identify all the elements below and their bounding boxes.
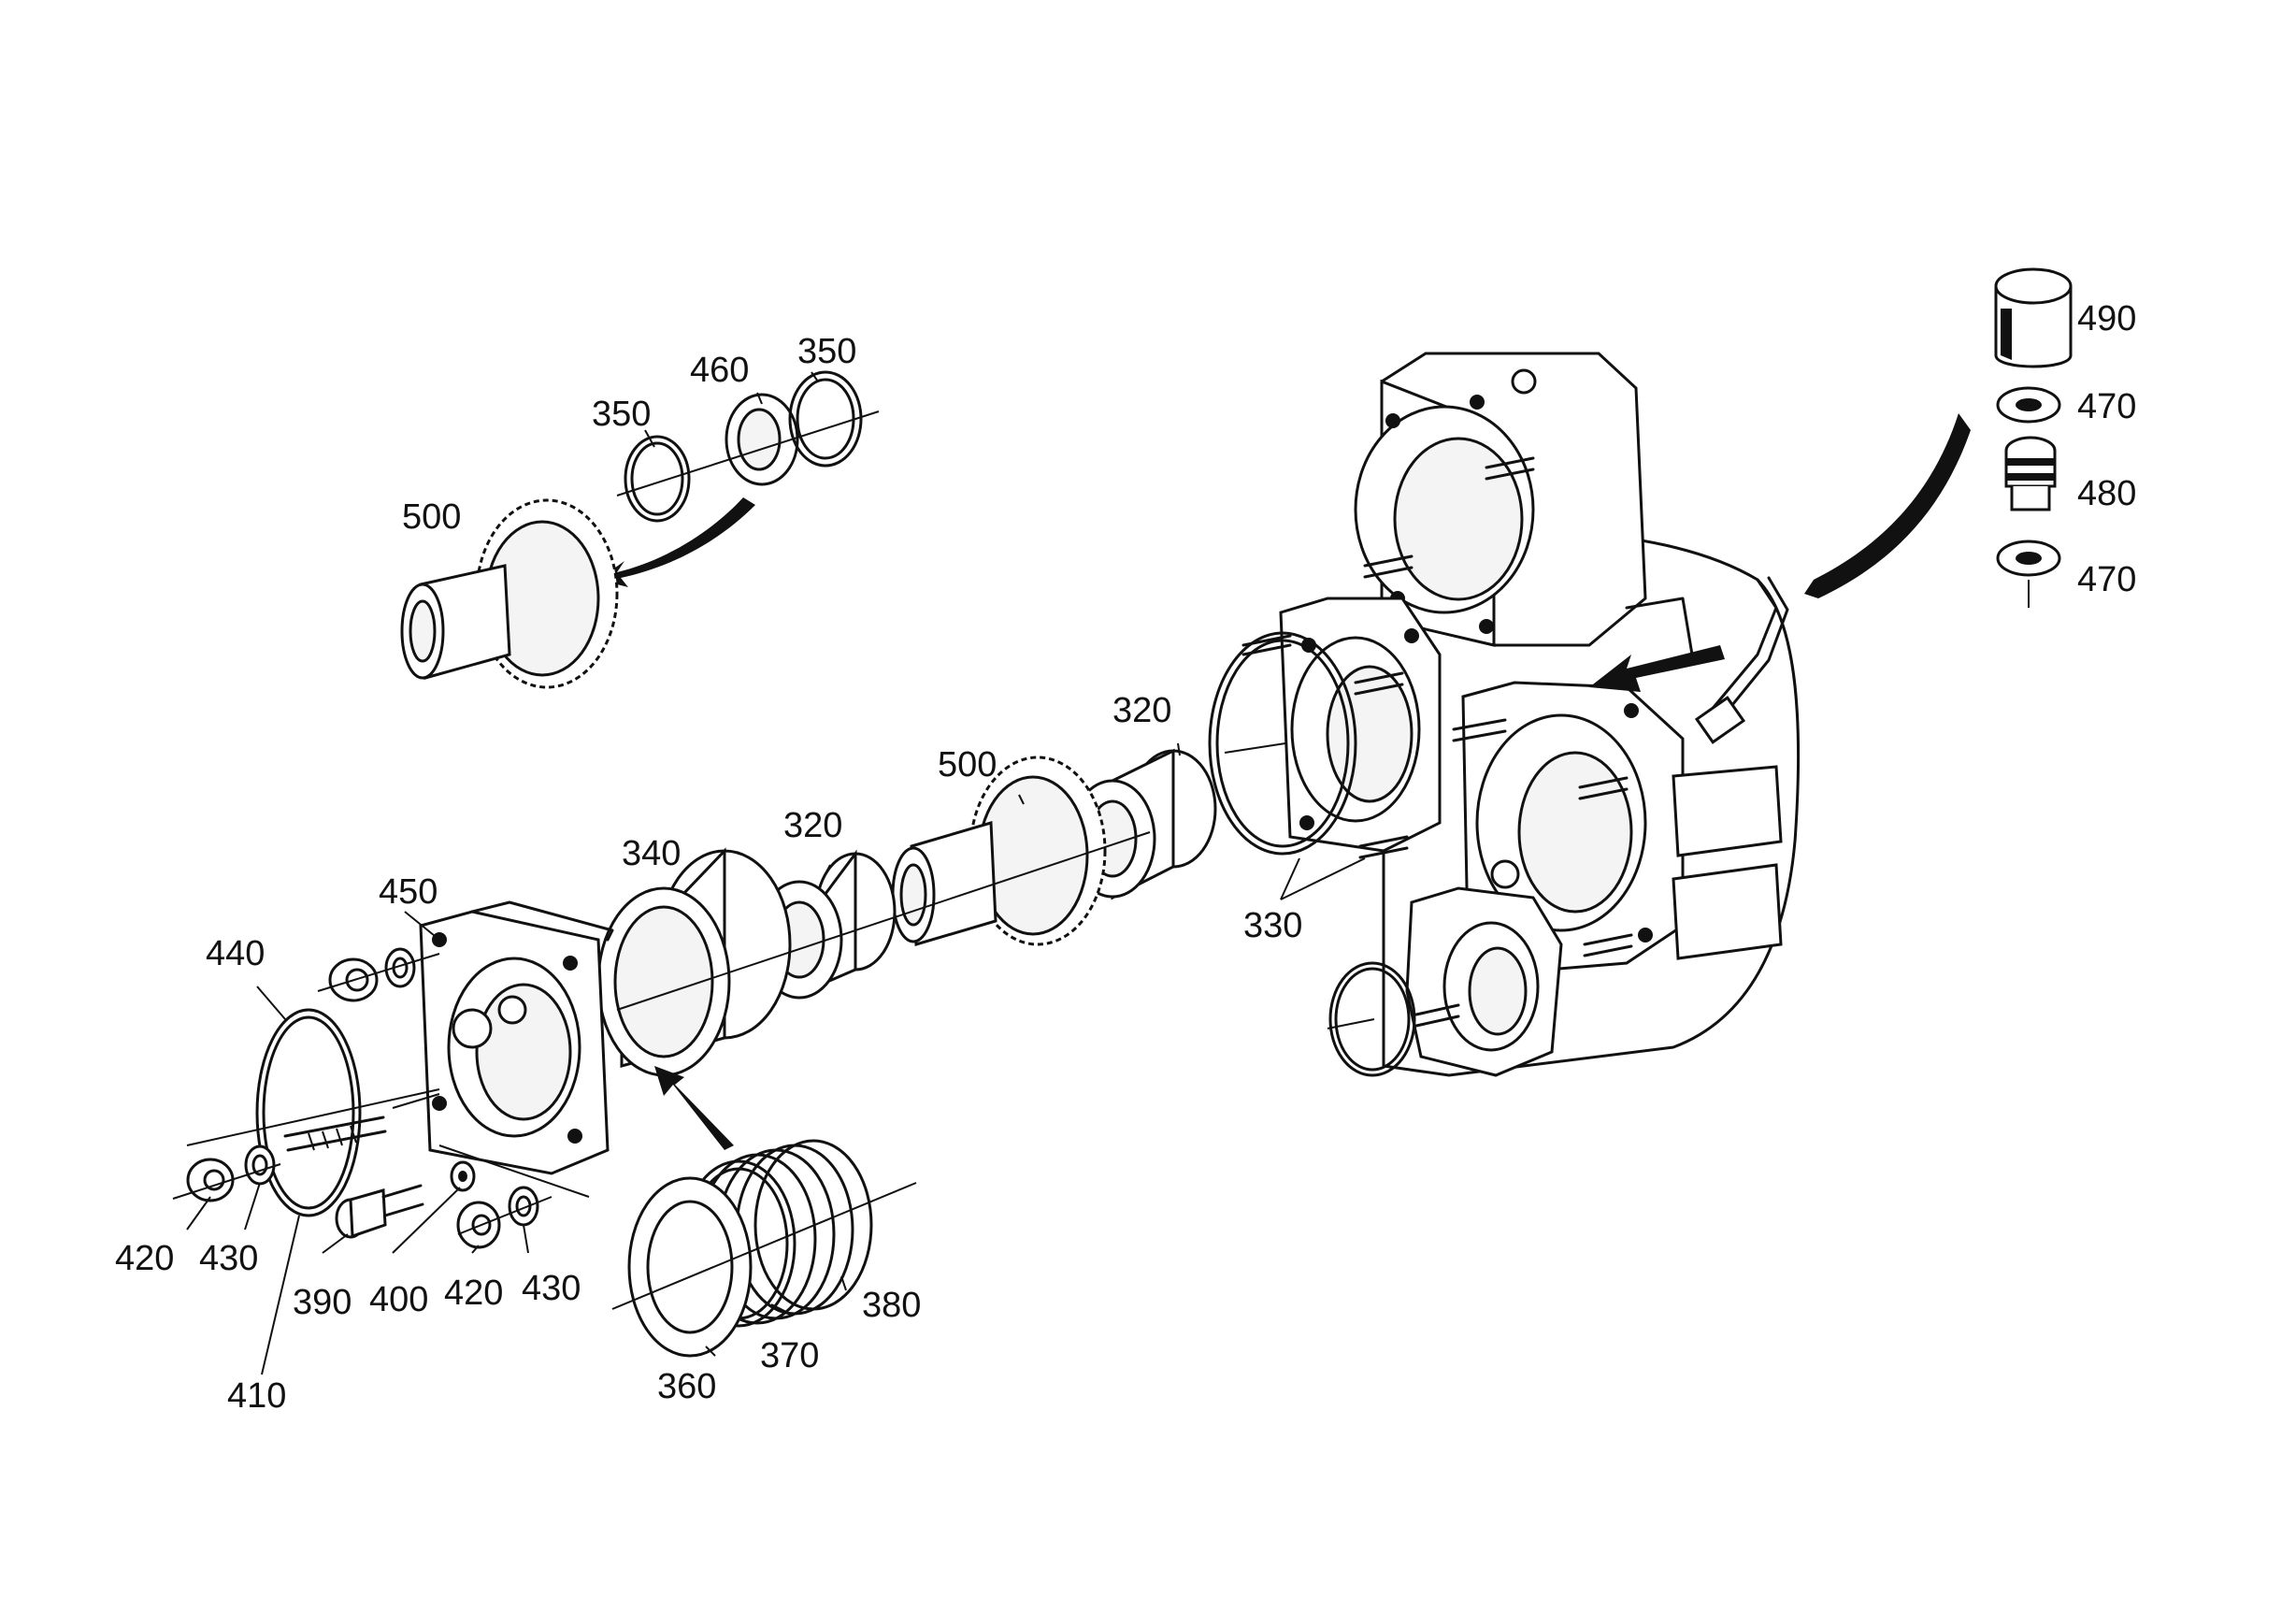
- washer-430-left: [244, 1144, 276, 1186]
- label-470-bottom: 470: [2077, 560, 2136, 599]
- label-480: 480: [2077, 474, 2136, 513]
- label-410: 410: [227, 1376, 286, 1416]
- label-360: 360: [657, 1367, 716, 1406]
- washer-400: [450, 1160, 476, 1192]
- o-ring-440: [255, 1008, 362, 1217]
- gearbox-housing: [1241, 352, 1801, 1077]
- label-330: 330: [1243, 906, 1302, 945]
- washer-430-top: [384, 947, 416, 988]
- washer-470-top: [1996, 386, 2061, 424]
- label-500-center: 500: [938, 745, 997, 784]
- label-350-left: 350: [592, 395, 651, 434]
- circlip-350-left: [624, 435, 691, 523]
- label-390: 390: [293, 1283, 352, 1322]
- stud-410: [283, 1115, 387, 1152]
- label-430-left: 430: [199, 1239, 258, 1278]
- sensor-pipe: [1694, 576, 1789, 744]
- fitting-480: [2004, 436, 2057, 511]
- label-340: 340: [622, 834, 681, 873]
- sleeve-340: [596, 847, 792, 1077]
- nut-420-left: [186, 1158, 235, 1202]
- leader-lines: [186, 371, 1181, 1375]
- screw-390: [335, 1184, 424, 1239]
- nut-420-bottom: [456, 1201, 501, 1249]
- assembly-arrow-lower: [654, 1066, 734, 1150]
- label-420-bottom: 420: [444, 1274, 503, 1313]
- plug-490: [1994, 267, 2073, 368]
- washer-430-bottom: [508, 1186, 539, 1227]
- label-350-right: 350: [797, 332, 856, 371]
- label-470-top: 470: [2077, 387, 2136, 426]
- o-ring-330: [1208, 631, 1416, 1077]
- label-430-bottom: 430: [522, 1269, 581, 1308]
- ring-360: [627, 1176, 753, 1358]
- label-370: 370: [760, 1336, 819, 1375]
- label-490: 490: [2077, 299, 2136, 338]
- washer-470-bottom: [1996, 540, 2061, 608]
- label-320-left: 320: [783, 806, 842, 845]
- assembly-arrow-top-right: [1804, 413, 1971, 598]
- cover-plate: [419, 900, 614, 1175]
- label-320-right: 320: [1112, 691, 1171, 730]
- label-450: 450: [379, 872, 438, 912]
- bearing-460: [725, 393, 799, 486]
- circlip-350-right: [788, 370, 863, 468]
- label-460: 460: [690, 351, 749, 390]
- label-400: 400: [369, 1280, 428, 1319]
- label-440: 440: [206, 934, 265, 973]
- label-420-left: 420: [115, 1239, 174, 1278]
- assembly-arrow-housing: [1589, 645, 1725, 692]
- label-380: 380: [862, 1286, 921, 1325]
- part-labels: 490 470 480 470 350 460 350 500 320 500 …: [115, 299, 2136, 1416]
- label-500-top: 500: [402, 497, 461, 537]
- gear-500-center: [891, 756, 1107, 946]
- gear-500-top: [400, 498, 619, 689]
